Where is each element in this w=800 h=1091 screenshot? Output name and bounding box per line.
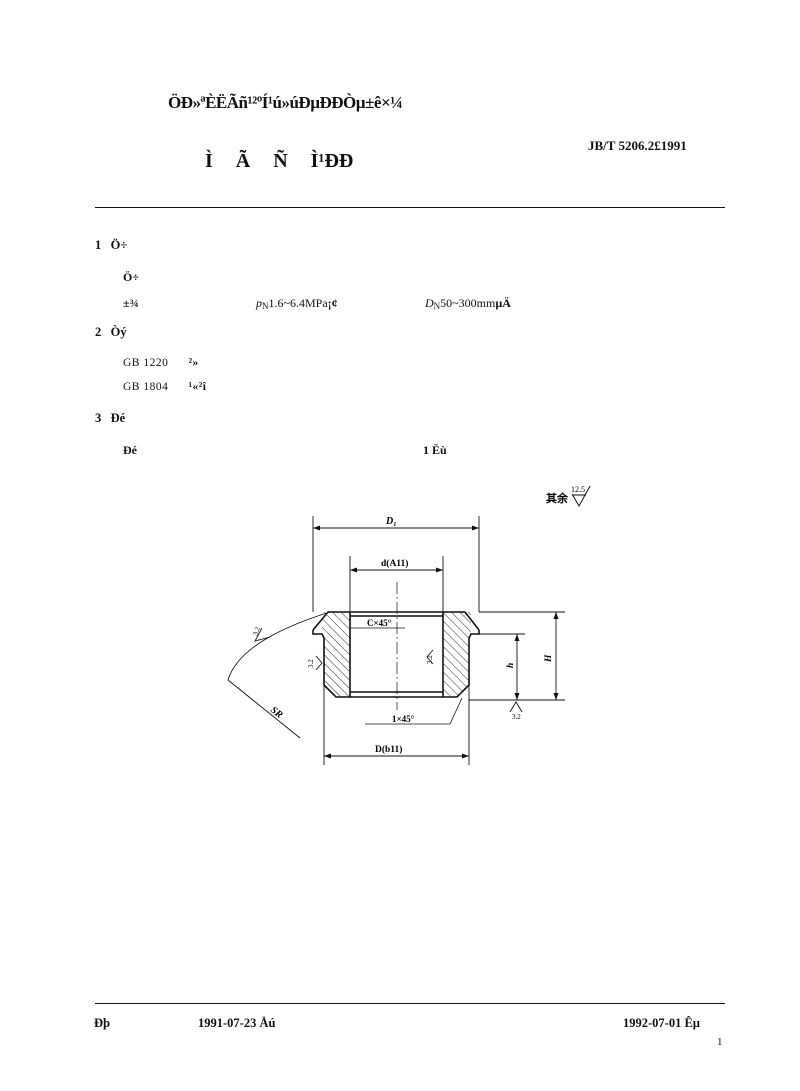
section-2-heading: 2 Òý bbox=[95, 325, 127, 340]
chamfer-bottom-label: 1×45° bbox=[392, 714, 415, 724]
D-dimension-lines bbox=[323, 686, 470, 765]
dn-range: DN50~300mmµÄ bbox=[425, 296, 511, 311]
h-dimension-lines bbox=[469, 633, 565, 701]
section-1-line-1: Ö÷ bbox=[123, 270, 139, 284]
section-3-title: Ðé bbox=[110, 411, 126, 425]
reference-mark: ²» bbox=[188, 357, 199, 369]
svg-text:3.2: 3.2 bbox=[426, 655, 434, 664]
dimension-h: h bbox=[506, 663, 516, 668]
pn-value: 1.6~6.4MPa bbox=[268, 296, 328, 310]
dn-value: 50~300mm bbox=[440, 296, 496, 310]
roughness-note: 其余 bbox=[546, 491, 569, 505]
pn-range: pN1.6~6.4MPa¡¢ bbox=[256, 296, 338, 311]
section-1-heading: 1 Ö÷ bbox=[95, 238, 127, 253]
H-dimension-lines bbox=[479, 611, 565, 700]
roughness-symbol-general: 12.5 bbox=[571, 485, 591, 508]
svg-text:3.2: 3.2 bbox=[251, 625, 262, 636]
reference-item: GB 1804 ¹«²î bbox=[123, 381, 206, 393]
dn-subscript: N bbox=[433, 301, 441, 311]
dimension-D: D(b11) bbox=[375, 744, 402, 755]
effective-date: 1992-07-01 Êµ bbox=[623, 1016, 700, 1030]
reference-code: GB 1804 bbox=[123, 381, 169, 393]
svg-text:3.2: 3.2 bbox=[512, 713, 521, 721]
dimension-H: H bbox=[544, 654, 554, 663]
section-1-line-2-prefix: ±¾ bbox=[123, 296, 139, 310]
roughness-symbol-bottom: 3.2 bbox=[509, 701, 523, 721]
d-extension-lines bbox=[349, 556, 444, 615]
footer-left: Ðþ bbox=[94, 1016, 110, 1030]
section-1-number: 1 bbox=[95, 238, 102, 252]
sphere-arc bbox=[227, 611, 331, 681]
roughness-symbol-left-mid: 3.2 bbox=[307, 655, 323, 671]
footer-rule bbox=[95, 1003, 725, 1004]
dimension-d1: D₁ bbox=[385, 516, 397, 527]
section-2-title: Òý bbox=[110, 325, 127, 339]
figure-reference: 1 Ëù bbox=[423, 443, 447, 457]
pn-symbol: p bbox=[256, 296, 262, 310]
roughness-symbol-inner: 3.2 bbox=[426, 649, 434, 665]
section-3-heading: 3 Ðé bbox=[95, 411, 125, 426]
dn-mark: µÄ bbox=[495, 296, 511, 310]
section-3-line-1: Ðé bbox=[123, 443, 137, 457]
reference-item: GB 1220 ²» bbox=[123, 357, 199, 369]
document-name: Ì Ã Ñ Ì¹ÐÐ bbox=[205, 150, 354, 172]
chamfer-top-label: C×45° bbox=[367, 618, 392, 628]
section-2-number: 2 bbox=[95, 325, 102, 339]
header-title: ÖÐ»ªÈËÃñ¹²ºÍ¹ú»úÐµÐÐÒµ±ê×¼ bbox=[168, 93, 403, 112]
roughness-value: 12.5 bbox=[571, 485, 585, 494]
pn-subscript: N bbox=[262, 301, 269, 311]
standard-number: JB/T 5206.2£­1991 bbox=[588, 138, 687, 153]
roughness-symbol-left-upper: 3.2 bbox=[251, 625, 271, 642]
section-1-title: Ö÷ bbox=[110, 238, 128, 252]
d1-extension-lines bbox=[312, 516, 480, 612]
dn-symbol: D bbox=[425, 296, 434, 310]
pn-mark: ¡¢ bbox=[327, 296, 338, 310]
page-number: 1 bbox=[717, 1036, 723, 1048]
sr-leader bbox=[227, 679, 301, 739]
dimension-sr: SR bbox=[268, 705, 285, 721]
dimension-d: d(A11) bbox=[381, 558, 408, 569]
issue-date: 1991-07-23 Åú bbox=[198, 1016, 276, 1030]
right-wall-section bbox=[443, 612, 471, 697]
header-rule bbox=[95, 207, 725, 208]
section-3-number: 3 bbox=[95, 411, 102, 425]
left-wall-section bbox=[322, 612, 350, 697]
svg-text:3.2: 3.2 bbox=[307, 659, 315, 668]
reference-mark: ¹«²î bbox=[188, 381, 207, 393]
reference-code: GB 1220 bbox=[123, 357, 169, 369]
